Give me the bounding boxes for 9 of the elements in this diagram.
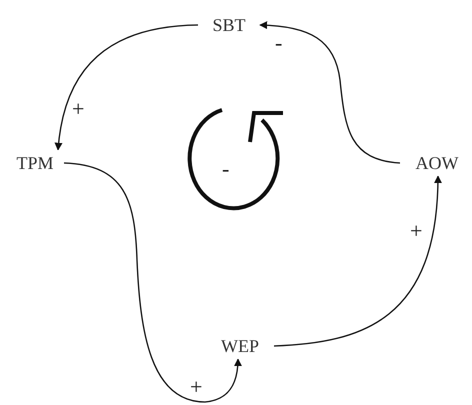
edge-label: + xyxy=(410,220,422,242)
edge-label: + xyxy=(72,98,84,120)
loop-polarity-label: - xyxy=(222,158,230,180)
arrow xyxy=(64,162,242,403)
arrow xyxy=(259,21,400,164)
arrow xyxy=(274,175,442,347)
edge-label: + xyxy=(190,376,202,398)
edge-label: - xyxy=(275,32,282,54)
arrow xyxy=(54,24,198,151)
